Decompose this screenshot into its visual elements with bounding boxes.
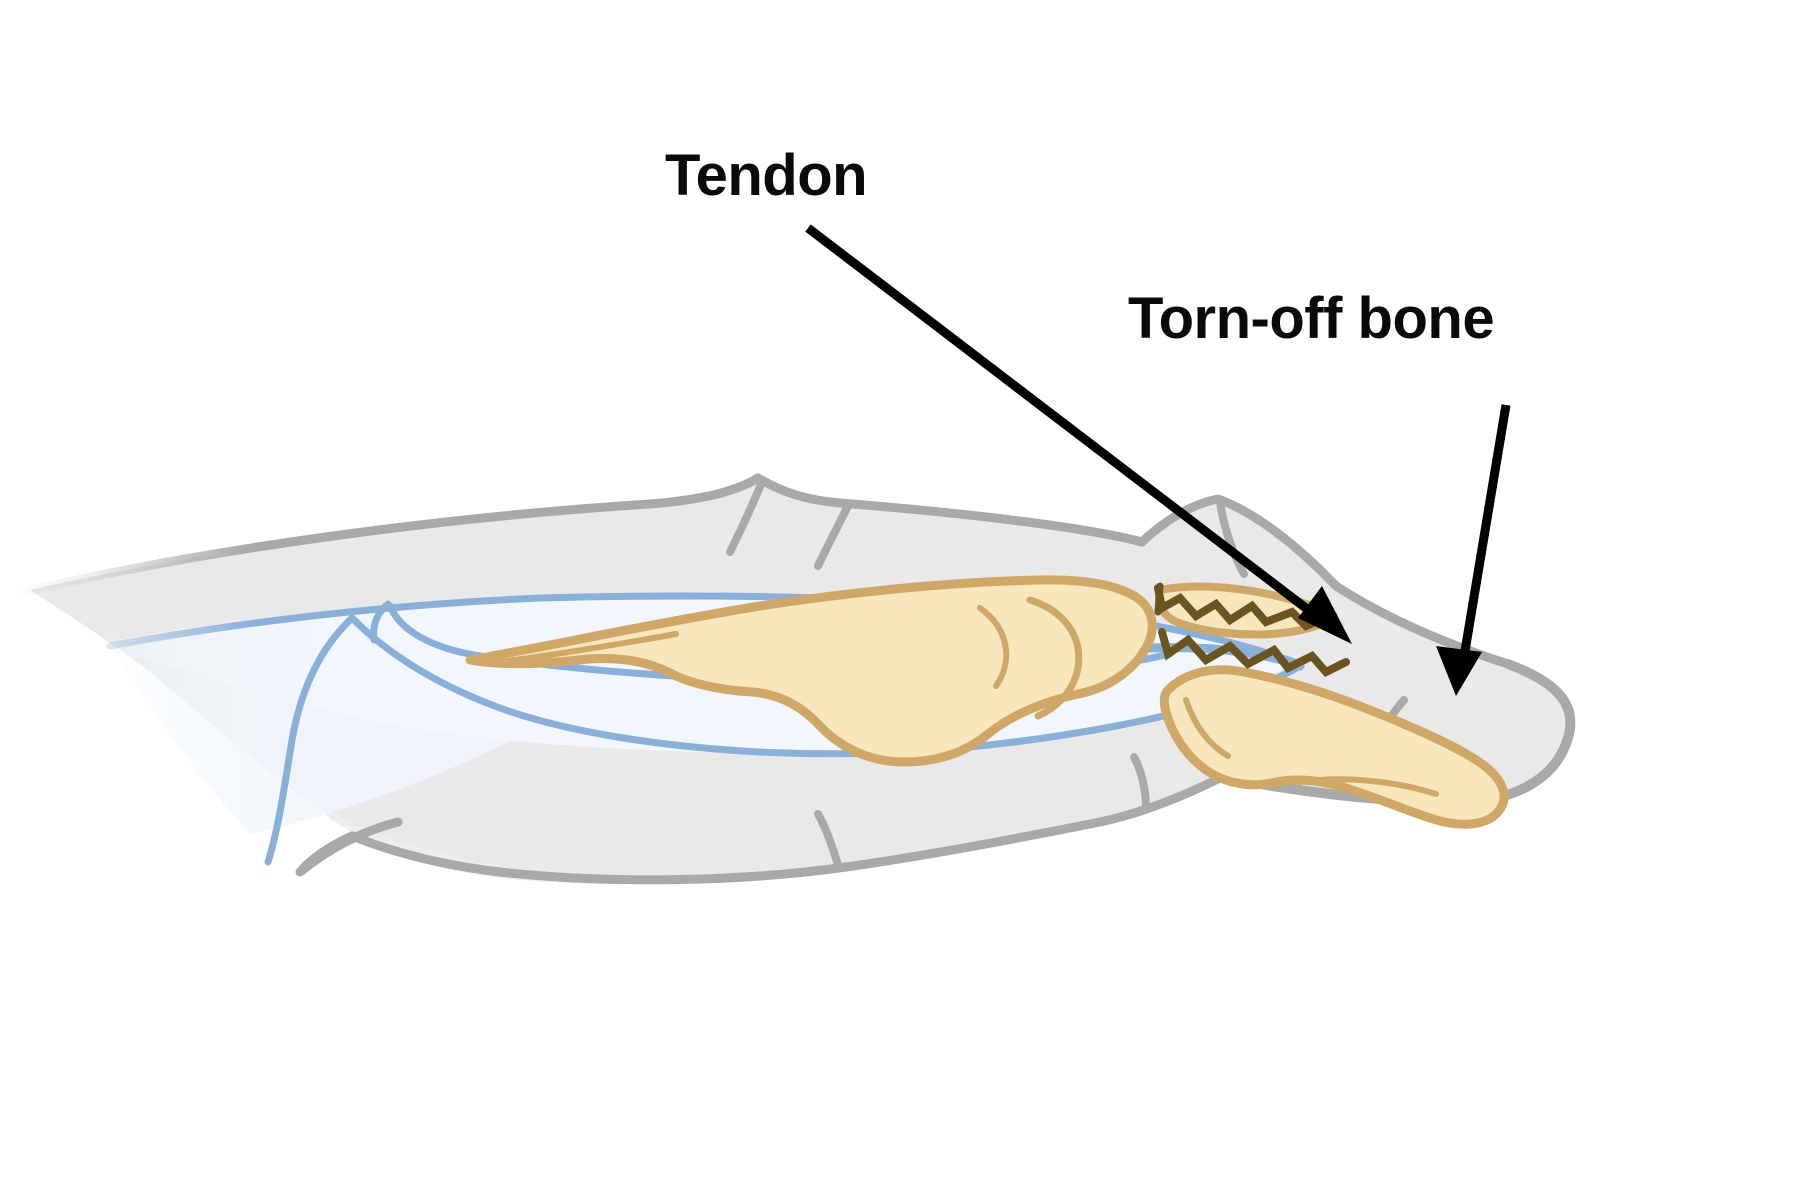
dorsal-skin-outline-right bbox=[753, 473, 1147, 547]
tendon-upper-edge bbox=[106, 594, 544, 650]
fracture-group bbox=[1154, 582, 1350, 677]
volar-crease-hook-distal bbox=[1130, 753, 1150, 814]
tendon-leader-arrowhead bbox=[1298, 586, 1352, 644]
middle-phalanx-inner-arc bbox=[977, 605, 1010, 689]
leader-lines-group bbox=[805, 224, 1511, 696]
distal-phalanx-tuft-line bbox=[1297, 776, 1439, 797]
middle-phalanx bbox=[465, 575, 1157, 767]
fracture-gap-tick bbox=[1154, 582, 1164, 616]
volar-skin-outline-distal bbox=[841, 772, 1227, 872]
distal-phalanx bbox=[1159, 665, 1509, 829]
volar-skin-outline-proximal bbox=[347, 831, 851, 885]
dip-crease-hook bbox=[1216, 498, 1248, 578]
labels-group: Tendon Torn-off bone bbox=[665, 143, 1495, 351]
dip-knuckle-outline bbox=[1137, 494, 1513, 669]
volar-crease-hook-proximal bbox=[814, 810, 842, 869]
label-torn-off-bone: Torn-off bone bbox=[1128, 286, 1494, 351]
pip-crease-hook-1 bbox=[726, 478, 766, 556]
label-tendon: Tendon bbox=[665, 143, 867, 208]
dorsal-skin-outline bbox=[20, 473, 763, 597]
tendon-proximal-band bbox=[264, 614, 356, 866]
middle-phalanx-condyle-arc bbox=[1026, 596, 1083, 720]
fracture-line-upper bbox=[1154, 584, 1334, 631]
tendon-lower-edge bbox=[348, 614, 1304, 758]
middle-phalanx-taper-line bbox=[497, 631, 679, 665]
bone-group bbox=[465, 575, 1509, 829]
tendon-leader-line bbox=[805, 224, 1335, 632]
torn-off-bone-leader-arrowhead bbox=[1436, 646, 1482, 696]
distal-phalanx-base-ridge bbox=[1183, 697, 1231, 759]
pip-crease-hook-2 bbox=[814, 502, 852, 570]
torn-off-bone-leader-line bbox=[1458, 404, 1511, 664]
proximal-volar-fade-line bbox=[295, 817, 403, 877]
fracture-line-lower bbox=[1158, 628, 1350, 677]
